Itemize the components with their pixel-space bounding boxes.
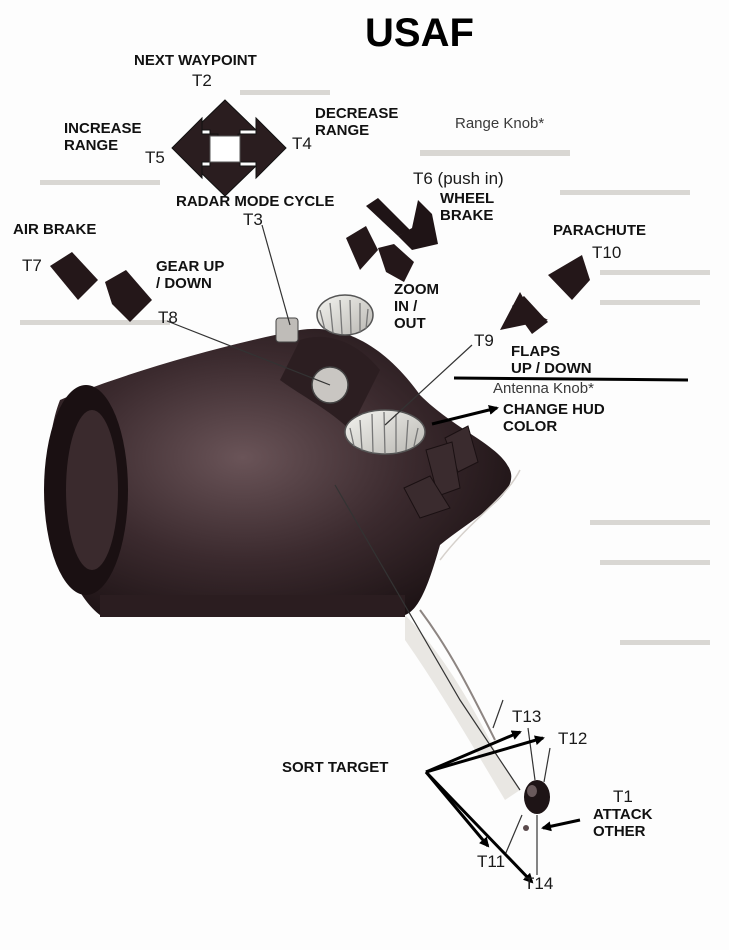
t11-tag: T11 xyxy=(477,852,506,871)
overlay-arrows xyxy=(424,405,581,884)
separator-line xyxy=(453,376,689,382)
throttle-body xyxy=(44,328,521,800)
t6-push-in-label: T6 (push in) xyxy=(413,169,504,188)
t14-tag: T14 xyxy=(524,874,554,893)
page-title: USAF xyxy=(365,11,474,55)
t10-arrow xyxy=(548,255,590,300)
small-switch xyxy=(275,317,299,343)
wheel-brake-label: WHEEL BRAKE xyxy=(440,190,495,224)
zoom-arrows xyxy=(346,226,414,282)
flaps-arrows xyxy=(403,425,479,519)
t4-tag: T4 xyxy=(292,134,312,153)
t5-tag: T5 xyxy=(145,148,165,167)
t3-tag: T3 xyxy=(243,210,263,229)
t9-tag: T9 xyxy=(474,331,494,350)
t12-tag: T12 xyxy=(558,729,588,748)
t13-tag: T13 xyxy=(512,707,542,726)
t7-arrow xyxy=(50,252,98,300)
t9-arrow xyxy=(500,292,548,334)
increase-range-label: INCREASE RANGE xyxy=(64,120,142,154)
t2-tag: T2 xyxy=(192,71,212,90)
next-waypoint-label: NEXT WAYPOINT xyxy=(134,52,257,69)
attack-other-label: ATTACK OTHER xyxy=(593,806,653,840)
radar-mode-cycle-label: RADAR MODE CYCLE xyxy=(176,193,335,210)
t7-tag: T7 xyxy=(22,256,42,275)
range-knob xyxy=(344,409,426,455)
range-knob-label: Range Knob* xyxy=(455,115,545,132)
gear-up-down-label: GEAR UP / DOWN xyxy=(156,258,225,292)
t6-arrow xyxy=(366,196,438,250)
leader-lines xyxy=(166,224,551,875)
t8-arrow xyxy=(105,270,152,322)
zoom-in-out-label: ZOOM IN / OUT xyxy=(394,281,439,332)
change-hud-color-label: CHANGE HUD COLOR xyxy=(503,401,605,435)
t1-tag: T1 xyxy=(613,787,633,806)
flaps-up-down-label: FLAPS UP / DOWN xyxy=(511,343,592,377)
antenna-knob-label: Antenna Knob* xyxy=(493,380,594,397)
antenna-knob xyxy=(316,294,374,336)
sort-target-label: SORT TARGET xyxy=(282,759,389,776)
air-brake-label: AIR BRAKE xyxy=(13,221,97,238)
parachute-label: PARACHUTE xyxy=(553,222,647,239)
background-text-ghost xyxy=(20,90,710,645)
trigger-button xyxy=(523,780,550,831)
waypoint-arrow-cross xyxy=(171,99,287,197)
t10-tag: T10 xyxy=(592,243,622,262)
t8-tag: T8 xyxy=(158,308,178,327)
decrease-range-label: DECREASE RANGE xyxy=(315,105,399,139)
